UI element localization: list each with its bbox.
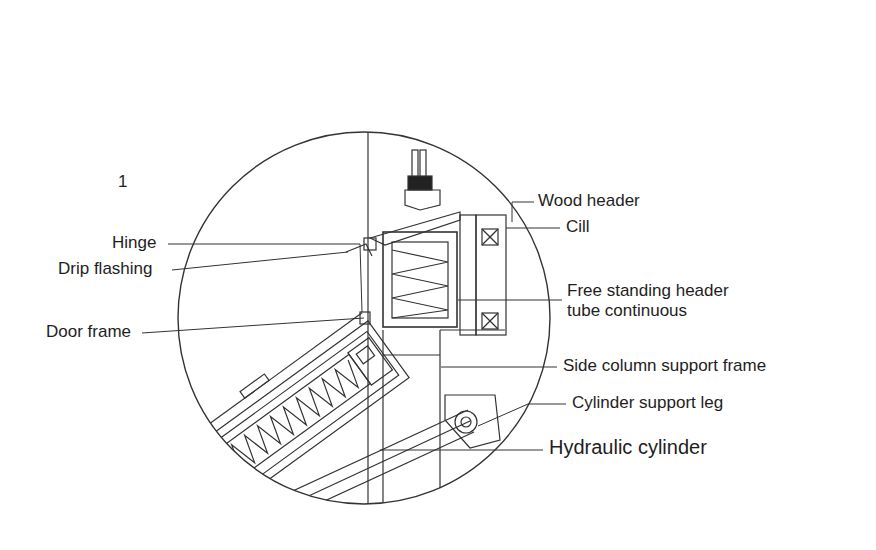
part-label: Hydraulic cylinder [549, 436, 707, 459]
leader-lines [142, 202, 566, 450]
part-label: Cylinder support leg [572, 393, 723, 413]
section-drawing [151, 130, 550, 540]
callout-number: 1 [118, 172, 127, 192]
part-label: Drip flashing [58, 259, 153, 279]
part-label: Wood header [538, 191, 640, 211]
part-label: Hinge [112, 233, 156, 253]
part-label: Free standing header tube continuous [567, 281, 752, 320]
part-label: Door frame [46, 322, 131, 342]
part-label: Side column support frame [563, 356, 766, 376]
part-label: Cill [566, 217, 590, 237]
